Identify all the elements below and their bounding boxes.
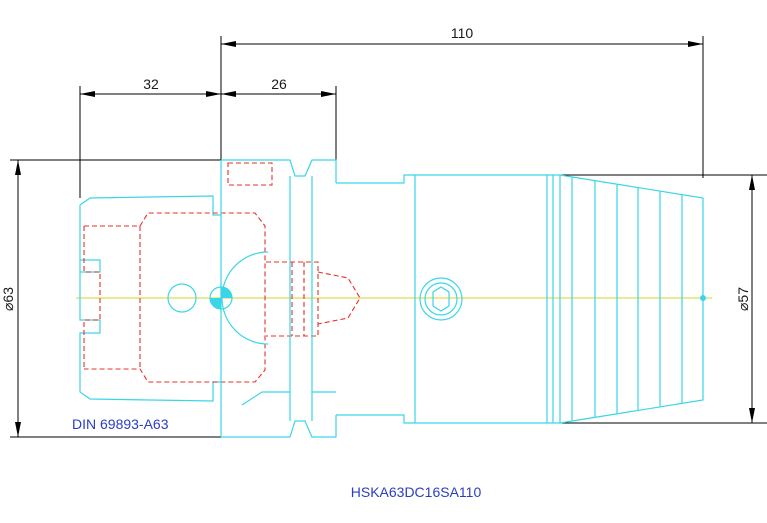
dimension-overall-length-text: 110 bbox=[451, 25, 474, 41]
flange bbox=[220, 159, 337, 438]
dimension-flange-diameter: ⌀63 bbox=[0, 159, 221, 438]
dimension-taper-length: 32 bbox=[79, 76, 221, 198]
body bbox=[414, 174, 560, 424]
dimension-flange-diameter-text: ⌀63 bbox=[0, 287, 16, 311]
neck bbox=[336, 174, 415, 424]
dimension-body-diameter-text: ⌀57 bbox=[735, 287, 751, 311]
dimension-body-diameter: ⌀57 bbox=[560, 174, 767, 424]
standard-label: DIN 69893-A63 bbox=[72, 416, 169, 432]
hidden-internal-bore bbox=[83, 162, 361, 383]
part-number-label: HSKA63DC16SA110 bbox=[351, 484, 482, 500]
dimension-overall-length: 110 bbox=[220, 25, 704, 178]
dimension-flange-length: 26 bbox=[221, 76, 337, 160]
dimension-taper-length-text: 32 bbox=[143, 76, 159, 92]
collet-nose bbox=[559, 174, 706, 424]
dimension-flange-length-text: 26 bbox=[271, 76, 287, 92]
